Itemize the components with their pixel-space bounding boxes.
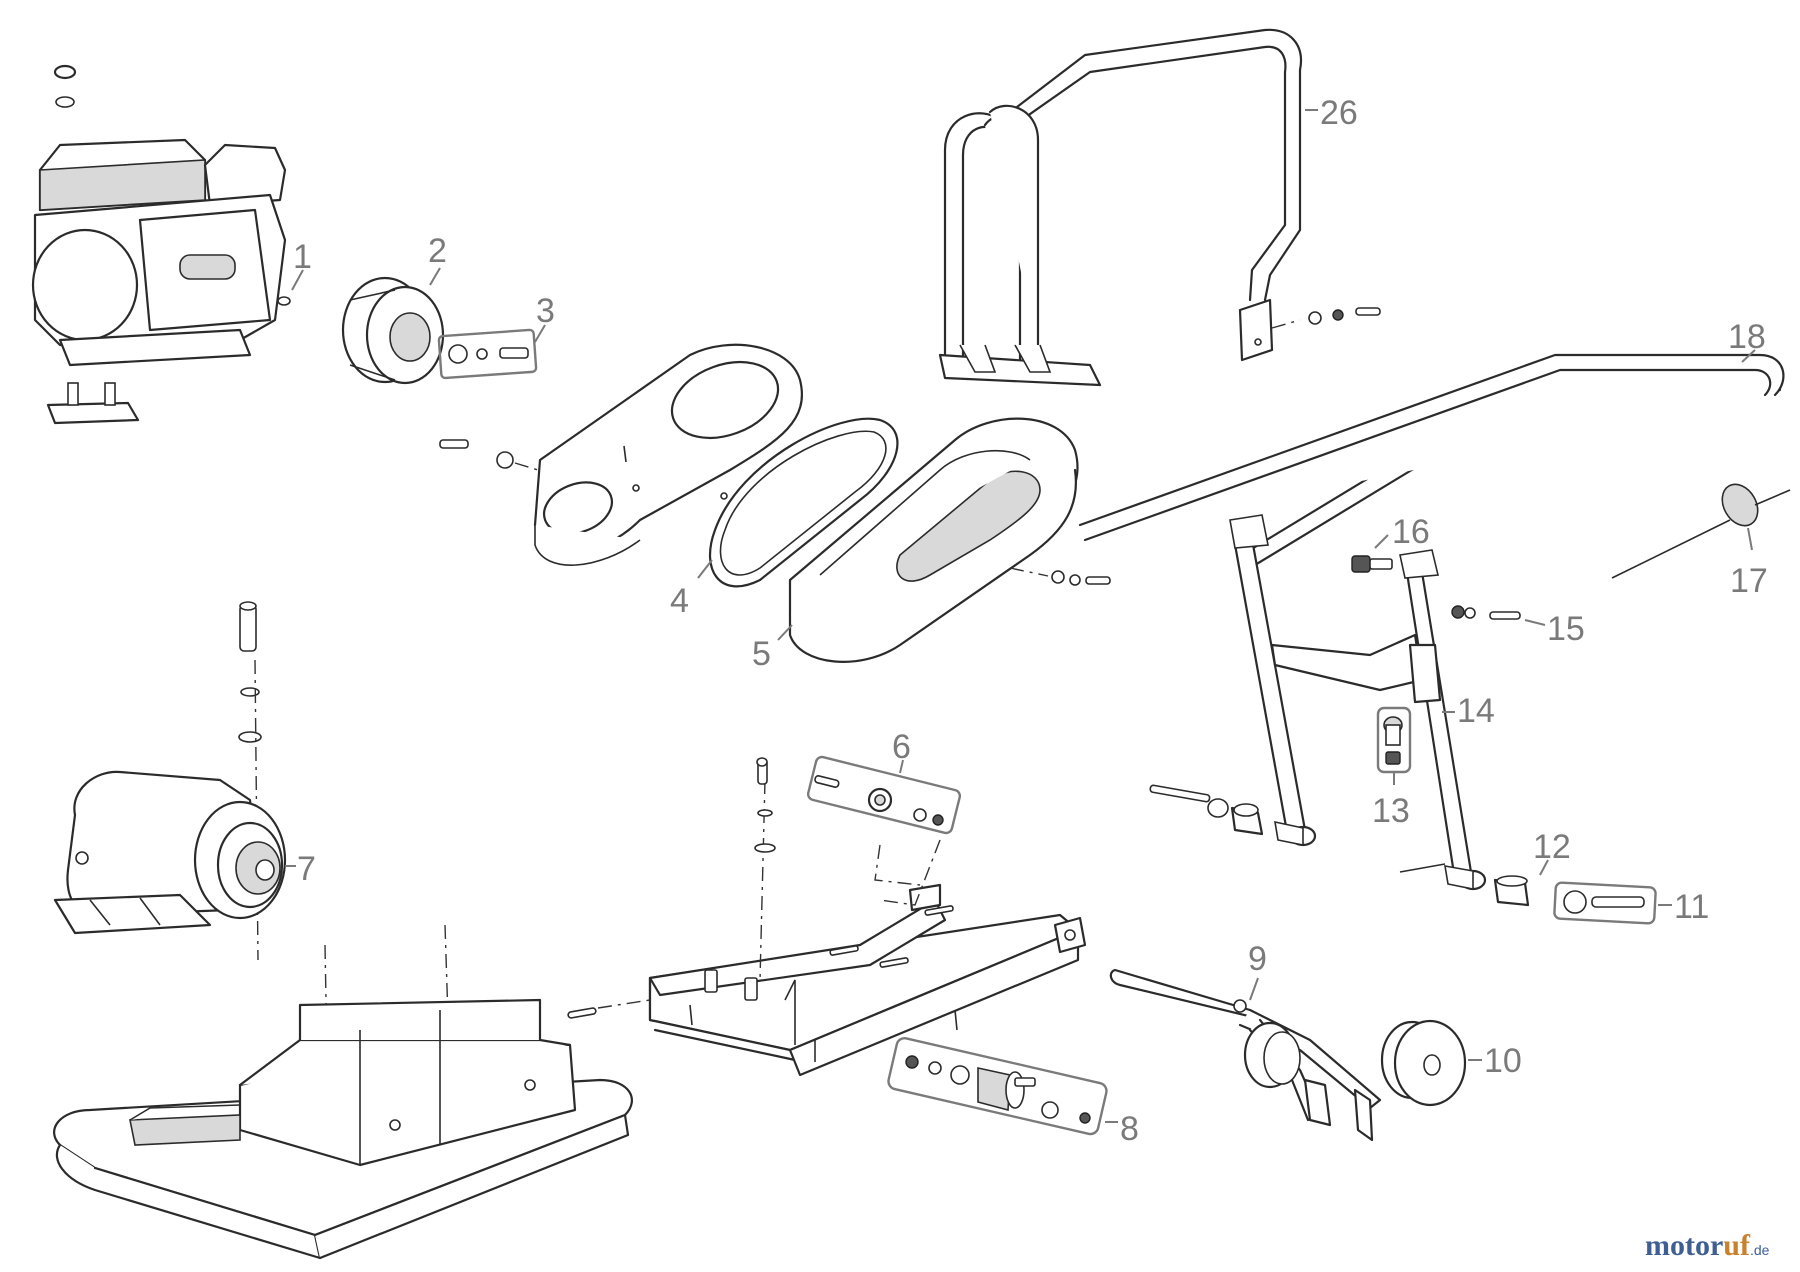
- watermark-tld: .de: [1750, 1242, 1770, 1258]
- belt-guard-back: [439, 343, 803, 566]
- part-14-handle-frame: [1229, 514, 1487, 891]
- callout-labels: 1 2 3 4 5 6 7 8 9 10 11 12 13 14 15 16 1…: [293, 94, 1768, 1148]
- engine-mount-chassis: [567, 757, 1087, 1077]
- part-6-mount-set: [806, 755, 962, 835]
- callout-10: 10: [1484, 1042, 1522, 1080]
- callout-4: 4: [670, 582, 689, 620]
- svg-text:motoruf.de: motoruf.de: [1645, 1229, 1770, 1262]
- part-26-roll-bar: [938, 28, 1381, 387]
- callout-6: 6: [892, 728, 911, 766]
- part-10-wheel: [1380, 1019, 1482, 1107]
- base-plate: [53, 924, 633, 1260]
- callout-18: 18: [1728, 318, 1766, 356]
- callout-1: 1: [293, 238, 312, 276]
- part-13-bushing: [1376, 706, 1412, 785]
- engine: [31, 64, 287, 425]
- part-18-handle: [1078, 349, 1785, 567]
- callout-5: 5: [752, 635, 771, 673]
- callout-14: 14: [1457, 692, 1495, 730]
- watermark-brand-b: uf: [1723, 1229, 1751, 1262]
- pivot-bolt-left: [1149, 784, 1264, 836]
- watermark-brand-a: motor: [1645, 1229, 1723, 1262]
- callout-11: 11: [1674, 888, 1709, 926]
- callout-2: 2: [428, 232, 447, 270]
- part-2-pulley: [341, 267, 445, 385]
- callout-3: 3: [536, 292, 555, 330]
- part-7-exciter: [53, 601, 296, 961]
- part-5-belt-cover: [777, 417, 1111, 663]
- callout-17: 17: [1730, 562, 1768, 600]
- callout-16: 16: [1392, 513, 1430, 551]
- part-9-wheel-frame: [1109, 968, 1382, 1142]
- part-16-spring: [1351, 534, 1393, 573]
- part-15-bolt-set: [1451, 605, 1546, 626]
- callout-7: 7: [297, 850, 316, 888]
- callout-15: 15: [1547, 610, 1585, 648]
- part-1-key: [277, 269, 304, 306]
- part-17-throttle-knob: [1611, 483, 1791, 579]
- callout-12: 12: [1533, 828, 1571, 866]
- callout-13: 13: [1372, 792, 1410, 830]
- callout-9: 9: [1248, 940, 1267, 978]
- part-3-bolt-set: [437, 324, 546, 380]
- watermark-logo: motoruf.de: [1645, 1229, 1770, 1262]
- callout-8: 8: [1120, 1110, 1139, 1148]
- part-4-v-belt: [697, 417, 899, 588]
- part-8-mount-set: [887, 1036, 1118, 1136]
- part-12-spacer: [1493, 859, 1549, 907]
- callout-26: 26: [1320, 94, 1358, 132]
- part-11-bolt-set: [1553, 881, 1672, 925]
